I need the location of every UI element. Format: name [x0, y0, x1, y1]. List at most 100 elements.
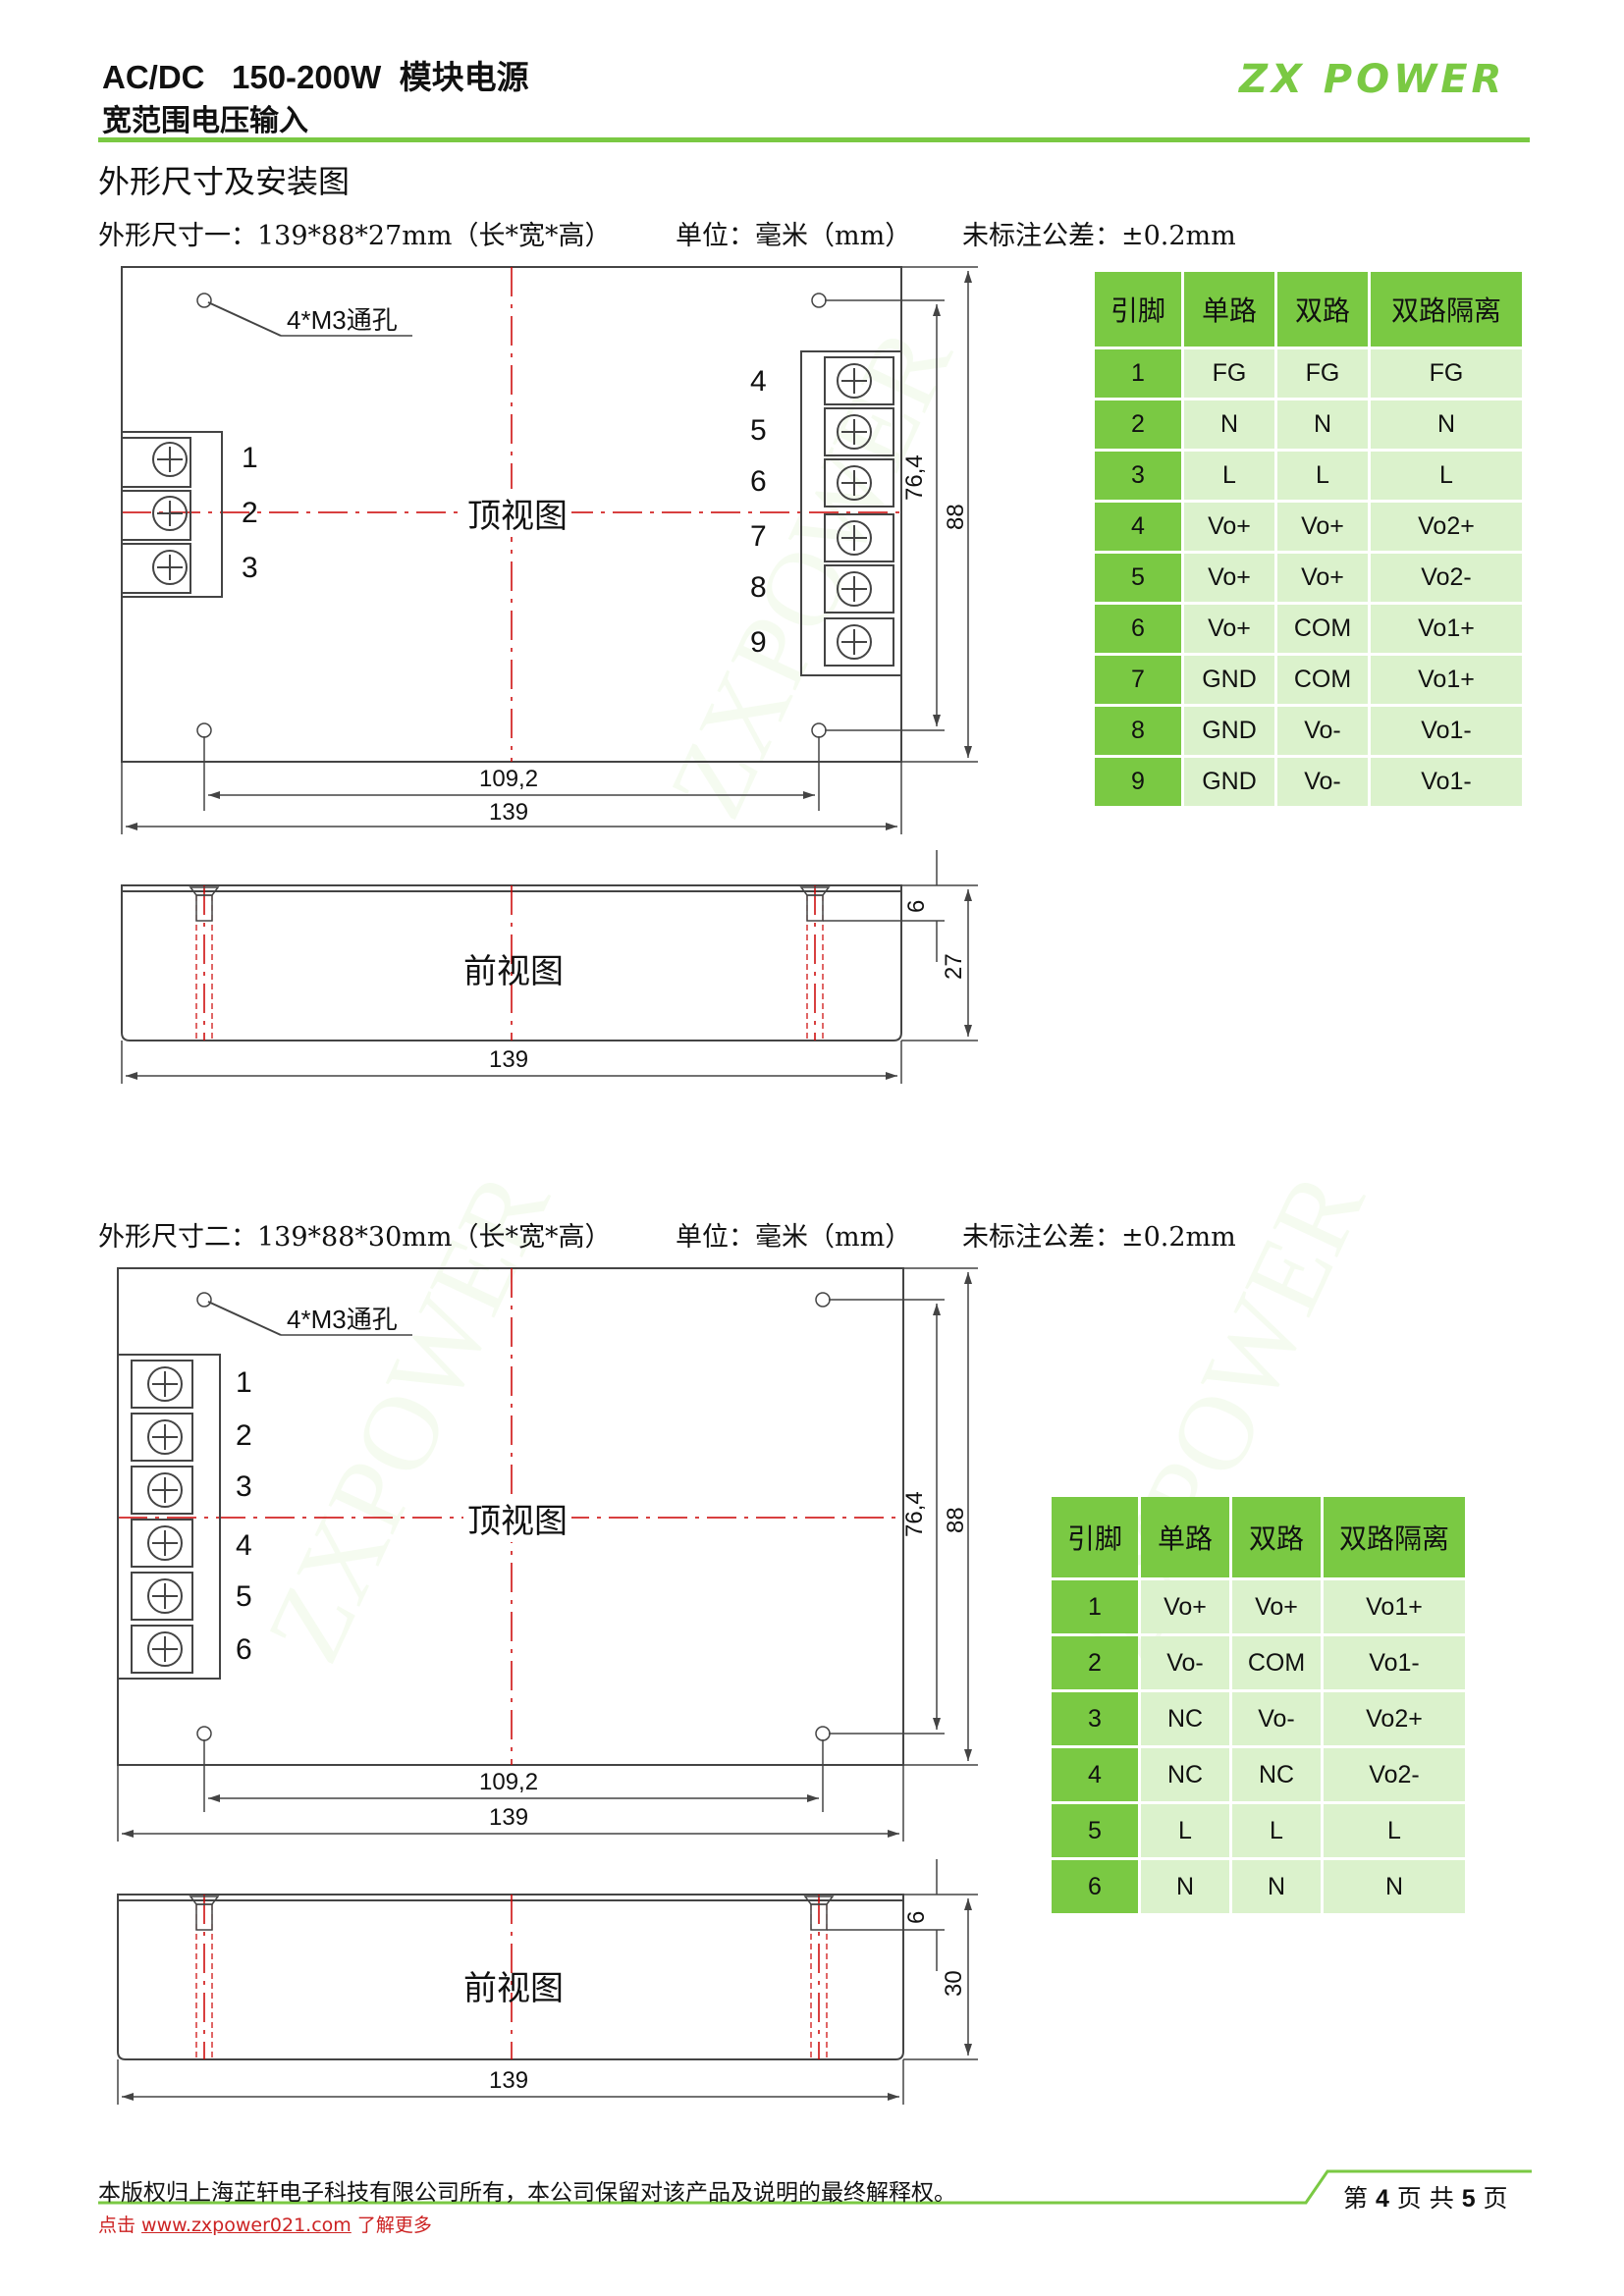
left-pin-label: 6	[236, 1633, 252, 1666]
pin-function-cell: Vo-	[1232, 1692, 1321, 1745]
pin-number-cell: 5	[1095, 554, 1181, 602]
pin-function-cell: Vo1+	[1371, 656, 1522, 704]
pin-number-cell: 8	[1095, 707, 1181, 755]
dim-height: 30	[941, 1970, 967, 1997]
doc-subtitle: 宽范围电压输入	[102, 104, 308, 138]
dim-length: 139	[489, 799, 529, 826]
pin-function-cell: GND	[1184, 707, 1274, 755]
col-header: 双路	[1277, 272, 1368, 347]
pin-function-cell: FG	[1277, 349, 1368, 398]
pin-number-cell: 1	[1052, 1580, 1138, 1633]
right-pin-label: 9	[750, 626, 767, 659]
dim-inner-width: 76,4	[901, 454, 928, 501]
right-pin-label: 5	[750, 414, 767, 447]
pin-function-cell: NC	[1141, 1748, 1229, 1801]
pin-function-cell: Vo1-	[1371, 758, 1522, 806]
hole-label: 4*M3通孔	[287, 305, 398, 335]
pin-function-cell: Vo+	[1184, 503, 1274, 551]
pin-function-cell: Vo+	[1184, 605, 1274, 653]
pin-function-cell: L	[1141, 1804, 1229, 1857]
pin-number-cell: 7	[1095, 656, 1181, 704]
top-view-label: 顶视图	[463, 1494, 571, 1542]
pin-function-cell: L	[1277, 452, 1368, 500]
left-pin-label: 4	[236, 1529, 252, 1562]
pin-function-cell: Vo2-	[1371, 554, 1522, 602]
pin-function-cell: Vo2+	[1324, 1692, 1465, 1745]
logo-text: ZX POWER	[1239, 57, 1506, 102]
hole-label: 4*M3通孔	[287, 1305, 398, 1334]
pin-function-cell: Vo1-	[1371, 707, 1522, 755]
pin-function-cell: FG	[1184, 349, 1274, 398]
dim-width: 88	[943, 1507, 969, 1533]
page-mid: 页 共	[1388, 2184, 1462, 2213]
website-link[interactable]: www.zxpower021.com	[141, 2215, 352, 2236]
pin-function-cell: GND	[1184, 656, 1274, 704]
pin-number-cell: 3	[1095, 452, 1181, 500]
col-header: 单路	[1141, 1497, 1229, 1577]
pin-function-cell: COM	[1232, 1636, 1321, 1689]
pin-function-cell: Vo+	[1277, 554, 1368, 602]
pin-function-cell: L	[1184, 452, 1274, 500]
pin-number-cell: 3	[1052, 1692, 1138, 1745]
left-pin-label: 1	[242, 442, 258, 474]
page-suffix: 页	[1475, 2184, 1508, 2213]
right-pin-label: 4	[750, 365, 767, 398]
pin-function-cell: Vo-	[1277, 758, 1368, 806]
top-view-label: 顶视图	[463, 489, 571, 537]
drawing1-tolerance: 未标注公差：±0.2mm	[962, 221, 1236, 251]
pin-function-cell: COM	[1277, 656, 1368, 704]
pin-number-cell: 9	[1095, 758, 1181, 806]
pin-function-cell: Vo-	[1277, 707, 1368, 755]
pin-function-cell: Vo+	[1184, 554, 1274, 602]
pin-function-cell: N	[1232, 1860, 1321, 1913]
pin-function-cell: Vo1+	[1371, 605, 1522, 653]
pin-function-cell: Vo1+	[1324, 1580, 1465, 1633]
pin-number-cell: 2	[1095, 400, 1181, 449]
left-pin-label: 3	[236, 1470, 252, 1503]
pin-function-cell: GND	[1184, 758, 1274, 806]
pin-function-cell: Vo+	[1232, 1580, 1321, 1633]
page-prefix: 第	[1343, 2184, 1376, 2213]
left-pin-label: 3	[242, 552, 258, 584]
pin-function-cell: FG	[1371, 349, 1522, 398]
pin-number-cell: 6	[1052, 1860, 1138, 1913]
col-header: 单路	[1184, 272, 1274, 347]
col-header: 引脚	[1095, 272, 1181, 347]
section-title: 外形尺寸及安装图	[98, 163, 351, 200]
dim-front-length: 139	[489, 1046, 529, 1073]
pin-function-cell: L	[1324, 1804, 1465, 1857]
left-pin-label: 2	[242, 497, 258, 529]
front-view-label: 前视图	[463, 1969, 564, 2008]
pin-function-cell: Vo2+	[1371, 503, 1522, 551]
dim-front-length: 139	[489, 2067, 529, 2094]
pin-function-cell: N	[1371, 400, 1522, 449]
pin-number-cell: 1	[1095, 349, 1181, 398]
dim-width: 88	[943, 504, 969, 530]
page-indicator: 第 4 页 共 5 页	[1343, 2179, 1508, 2215]
right-pin-label: 8	[750, 571, 767, 604]
col-header: 引脚	[1052, 1497, 1138, 1577]
dim-inner-width: 76,4	[901, 1491, 928, 1537]
pin-function-cell: N	[1324, 1860, 1465, 1913]
drawing2-spec: 外形尺寸二：139*88*30mm（长*宽*高）	[98, 1222, 612, 1253]
col-header: 双路隔离	[1371, 272, 1522, 347]
dim-hole-spacing: 109,2	[479, 766, 539, 792]
footer-link-line: 点击 www.zxpower021.com 了解更多	[98, 2211, 432, 2237]
left-pin-label: 2	[236, 1419, 252, 1452]
pin-function-cell: N	[1184, 400, 1274, 449]
left-pin-label: 1	[236, 1366, 252, 1399]
pin-function-cell: COM	[1277, 605, 1368, 653]
